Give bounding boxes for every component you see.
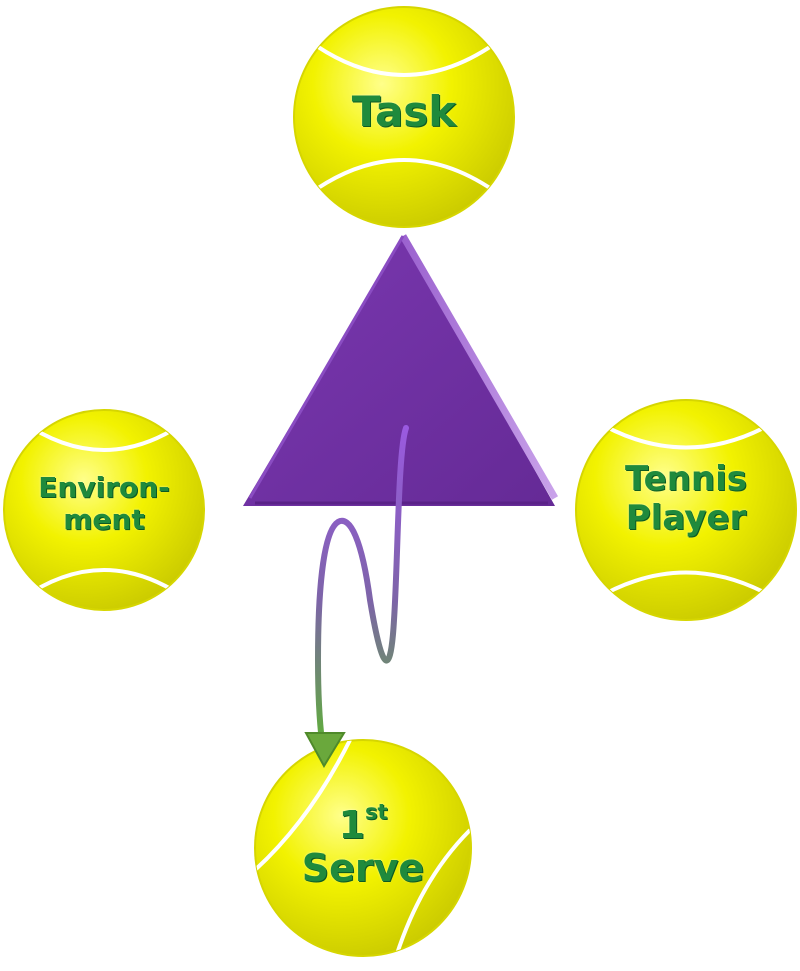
serve-ball [254,739,472,957]
environment-ball [3,409,205,611]
tennis-player-label: Tennis Player [624,459,748,539]
serve-label: 1st Serve [301,800,425,891]
task-ball [293,6,515,228]
spiral-arrow [304,425,409,769]
task-label: Task [351,87,457,136]
arrow-head [304,732,346,769]
tennis-player-ball [575,399,797,621]
environment-label: Environ- ment [38,471,170,537]
